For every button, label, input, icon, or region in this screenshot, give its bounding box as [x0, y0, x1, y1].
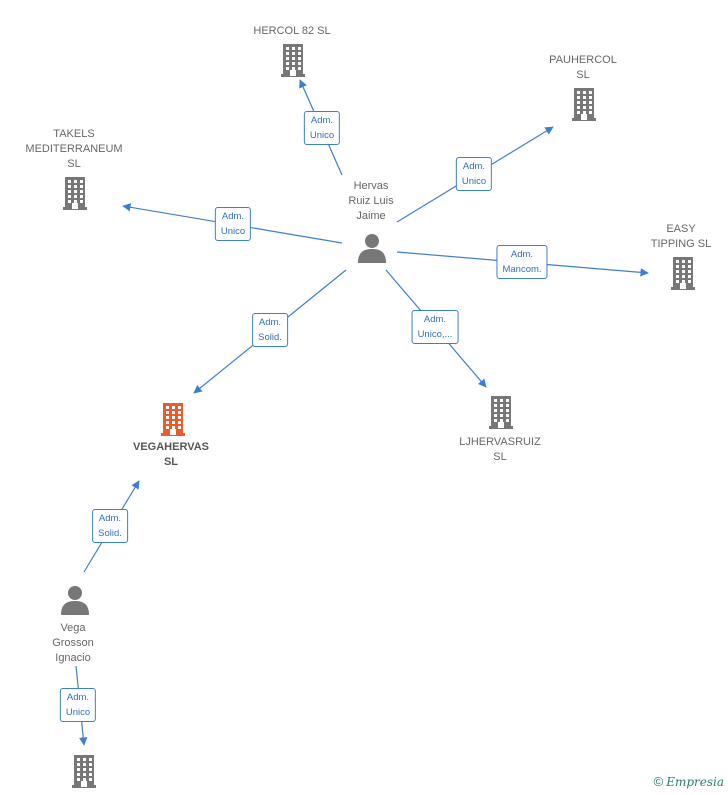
node-ljhervas[interactable]	[488, 395, 514, 434]
node-label-line: Hervas	[353, 180, 389, 192]
node-label-line: SL	[163, 456, 179, 468]
edge-label-line: Adm.	[258, 317, 282, 328]
node-label-vegahervas[interactable]: VEGAHERVAS SL	[133, 440, 209, 470]
node-label-line: PAUHERCOL	[549, 54, 617, 66]
edge-label-e8[interactable]: Adm. Unico	[59, 688, 97, 722]
edge-label-line: Adm.	[98, 513, 122, 524]
edge-label-e6[interactable]: Adm. Unico,...	[411, 310, 459, 344]
building-icon	[63, 177, 87, 210]
node-label-line: Grosson	[52, 637, 94, 649]
edge-label-e4[interactable]: Adm. Mancom.	[496, 245, 548, 279]
node-easy[interactable]	[670, 256, 696, 295]
node-label-line: Ruiz Luis	[348, 195, 394, 207]
node-label-line: SL	[67, 158, 81, 170]
edge-label-e1[interactable]: Adm. Unico	[303, 111, 341, 145]
node-label-ljhervas[interactable]: LJHERVASRUIZ SL	[459, 435, 541, 465]
edge-label-line: Adm.	[423, 314, 447, 325]
building-icon	[572, 88, 596, 121]
edge-label-line: Adm.	[510, 249, 534, 260]
node-vega[interactable]	[60, 585, 90, 620]
person-icon	[358, 234, 386, 263]
building-icon	[489, 396, 513, 429]
node-label-line: HERCOL 82 SL	[253, 25, 331, 37]
edge-label-e7[interactable]: Adm. Solid.	[92, 509, 128, 543]
brand-logo: Empresia	[666, 775, 724, 789]
edge-label-e5[interactable]: Adm. Solid.	[252, 313, 288, 347]
node-label-line: TIPPING SL	[650, 238, 712, 250]
node-label-line: SL	[576, 69, 590, 81]
edge-label-line: Adm.	[462, 161, 486, 172]
edge-label-e3[interactable]: Adm. Unico	[214, 207, 252, 241]
edge-label-line: Adm.	[221, 211, 245, 222]
building-icon	[72, 755, 96, 788]
node-label-line: LJHERVASRUIZ	[459, 436, 541, 448]
node-label-easy[interactable]: EASY TIPPING SL	[651, 222, 712, 252]
node-vegahervas[interactable]	[160, 402, 186, 441]
copyright-symbol: ©	[653, 774, 664, 789]
edge-label-line: Solid.	[258, 332, 282, 343]
footer: ©Empresia	[654, 774, 724, 789]
node-label-line: SL	[493, 451, 507, 463]
node-takels[interactable]	[62, 176, 88, 215]
person-icon	[61, 586, 89, 615]
node-label-line: MEDITERRANEUM	[25, 143, 123, 155]
edge-label-line: Adm.	[310, 115, 334, 126]
node-label-line: VEGAHERVAS	[132, 441, 210, 453]
edge-label-line: Unico	[461, 176, 487, 187]
node-bottom[interactable]	[71, 754, 97, 793]
edge-label-line: Unico	[65, 707, 91, 718]
node-label-line: Jaime	[356, 210, 386, 222]
building-icon	[671, 257, 695, 290]
node-hercol82[interactable]	[280, 43, 306, 82]
node-hervas[interactable]	[357, 233, 387, 268]
edge-label-line: Adm.	[66, 692, 90, 703]
edge-label-line: Unico,...	[417, 329, 453, 340]
edge-label-line: Mancom.	[502, 264, 542, 275]
building-icon	[161, 403, 185, 436]
node-label-pauhercol[interactable]: PAUHERCOL SL	[549, 53, 617, 83]
edge-label-line: Unico	[309, 130, 335, 141]
node-label-line: EASY	[666, 223, 696, 235]
node-label-hercol82[interactable]: HERCOL 82 SL	[253, 24, 330, 39]
edge-label-e2[interactable]: Adm. Unico	[455, 157, 493, 191]
building-icon	[281, 44, 305, 77]
edge-label-line: Unico	[220, 226, 246, 237]
node-label-line: Ignacio	[55, 652, 91, 664]
node-label-line: TAKELS	[53, 128, 95, 140]
node-pauhercol[interactable]	[571, 87, 597, 126]
edge-label-line: Solid.	[98, 528, 122, 539]
node-label-takels[interactable]: TAKELS MEDITERRANEUM SL	[25, 127, 122, 172]
node-label-line: Vega	[60, 622, 86, 634]
